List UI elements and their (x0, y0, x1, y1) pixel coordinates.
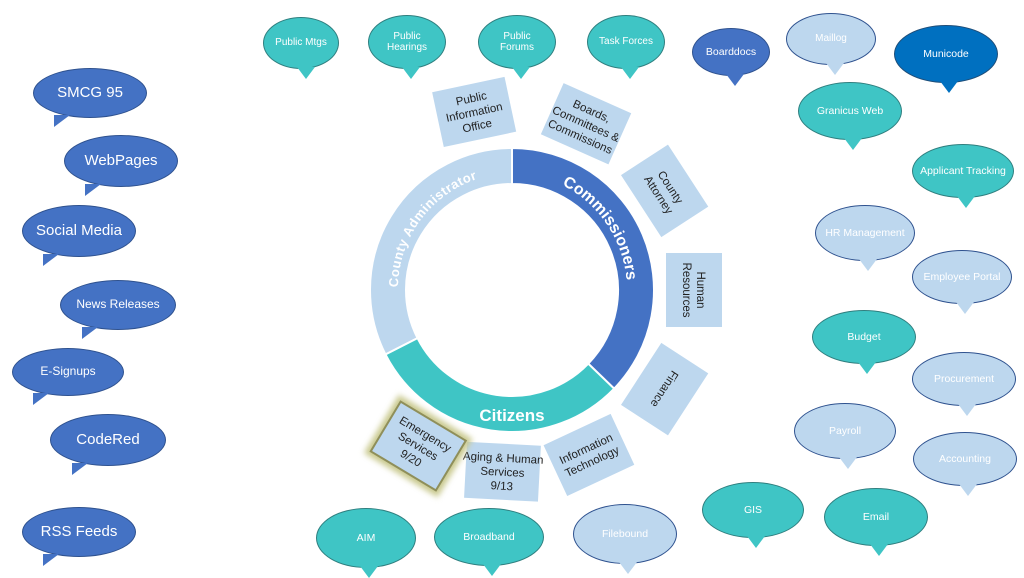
bubble-label: WebPages (84, 152, 158, 170)
bubble-label: Social Media (36, 222, 122, 240)
bubble-task-forces[interactable]: Task Forces (587, 15, 665, 79)
department-box (429, 74, 519, 150)
bubble-social-media[interactable]: Social Media (22, 205, 136, 266)
department-box (664, 251, 724, 329)
department-aging-human-services-9-13[interactable]: Aging & HumanServices9/13 (461, 439, 544, 504)
department-box (618, 141, 712, 240)
bubble-label: RSS Feeds (40, 523, 118, 541)
bubble-label: SMCG 95 (57, 84, 123, 102)
bubble-accounting[interactable]: Accounting (913, 432, 1017, 496)
bubble-employee-portal[interactable]: Employee Portal (912, 250, 1012, 314)
bubble-public-mtgs[interactable]: Public Mtgs (263, 17, 339, 79)
bubble-filebound[interactable]: Filebound (573, 504, 677, 574)
department-public-information-office[interactable]: PublicInformationOffice (429, 74, 519, 150)
bubble-label: Employee Portal (923, 270, 1001, 283)
bubble-label: Municode (923, 47, 969, 60)
bubble-label: Public Mtgs (275, 37, 327, 49)
department-label: HumanResources (680, 263, 706, 318)
bubble-applicant-tracking[interactable]: Applicant Tracking (912, 144, 1014, 208)
bubble-payroll[interactable]: Payroll (794, 403, 896, 469)
bubble-procurement[interactable]: Procurement (912, 352, 1016, 416)
bubble-email[interactable]: Email (824, 488, 928, 556)
bubble-news-releases[interactable]: News Releases (60, 280, 176, 339)
department-information-technology[interactable]: InformationTechnology (540, 411, 637, 499)
bubble-hr-management[interactable]: HR Management (815, 205, 915, 271)
bubble-label: E-Signups (40, 364, 96, 379)
bubble-label: Public Hearings (386, 30, 428, 54)
bubble-label: Accounting (939, 452, 991, 465)
bubble-webpages[interactable]: WebPages (64, 135, 178, 196)
department-ring: PublicInformationOfficeBoards,Committees… (363, 74, 724, 504)
department-box (540, 411, 637, 499)
bubble-granicus-web[interactable]: Granicus Web (798, 82, 902, 150)
bubble-smcg-95[interactable]: SMCG 95 (33, 68, 147, 127)
bubble-label: Boarddocs (705, 45, 757, 58)
department-box (618, 340, 712, 439)
bubble-broadband[interactable]: Broadband (434, 508, 544, 576)
department-box (538, 80, 634, 168)
bubble-public-hearings[interactable]: Public Hearings (368, 15, 446, 79)
commissioners-segment[interactable] (511, 146, 655, 391)
bubble-label: CodeRed (76, 431, 140, 449)
department-box (369, 400, 468, 492)
bubble-label: Payroll (828, 424, 862, 437)
bubble-aim[interactable]: AIM (316, 508, 416, 578)
department-county-attorney[interactable]: CountyAttorney (618, 141, 712, 240)
bubble-label: Granicus Web (816, 104, 884, 117)
department-boards-committees-commissions[interactable]: Boards,Committees &Commissions (538, 80, 634, 168)
bubble-label: Budget (847, 330, 881, 343)
citizens-segment[interactable] (384, 336, 616, 433)
bubble-label: Maillog (815, 33, 847, 45)
department-box (461, 439, 543, 504)
bubble-public-forums[interactable]: Public Forums (478, 15, 556, 79)
department-finance[interactable]: Finance (618, 340, 712, 439)
department-emergency-services-9-20[interactable]: EmergencyServices9/20 (363, 394, 473, 498)
bubble-label: Applicant Tracking (920, 164, 1006, 177)
bubble-boarddocs[interactable]: Boarddocs (692, 28, 770, 86)
bubble-label: Public Forums (500, 30, 534, 54)
bubble-label: GIS (743, 503, 763, 516)
bubble-label: HR Management (825, 226, 905, 239)
department-human-resources[interactable]: HumanResources (664, 251, 724, 329)
bubble-municode[interactable]: Municode (894, 25, 998, 93)
bubble-codered[interactable]: CodeRed (50, 414, 166, 475)
bubble-e-signups[interactable]: E-Signups (12, 348, 124, 405)
bubble-label: Broadband (463, 530, 515, 543)
bubble-label: Email (862, 510, 890, 523)
bubble-rss-feeds[interactable]: RSS Feeds (22, 507, 136, 566)
bubble-label: News Releases (76, 297, 160, 312)
bubble-label: Task Forces (599, 36, 653, 48)
bubble-label: Procurement (933, 372, 995, 385)
bubble-label: AIM (356, 531, 376, 544)
bubble-maillog[interactable]: Maillog (786, 13, 876, 75)
bubble-gis[interactable]: GIS (702, 482, 804, 548)
department-label: Aging & HumanServices9/13 (461, 451, 544, 495)
bubble-budget[interactable]: Budget (812, 310, 916, 374)
bubble-label: Filebound (601, 527, 649, 540)
citizens-label: Citizens (479, 406, 544, 425)
